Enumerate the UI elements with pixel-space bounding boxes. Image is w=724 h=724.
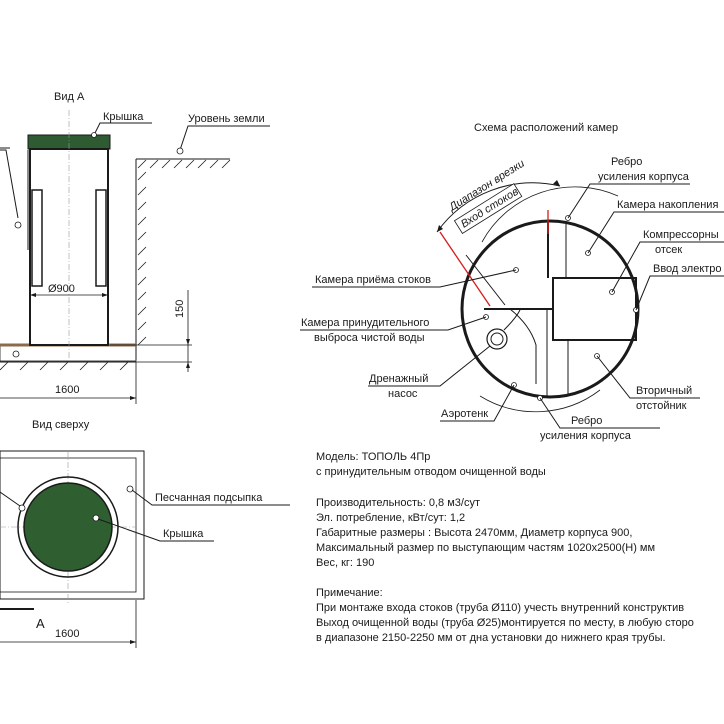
forced-label-2: выброса чистой воды <box>314 332 425 344</box>
dim-1600-top-lines <box>0 600 137 648</box>
rib-bottom-label-1: Ребро <box>571 415 602 427</box>
sand-base <box>0 344 137 362</box>
outer-arc-top <box>481 186 619 243</box>
sand-dot <box>126 485 134 493</box>
spec-model: Модель: ТОПОЛЬ 4Пр <box>316 451 431 463</box>
drain-label-2: насос <box>388 388 418 400</box>
spec-weight: Вес, кг: 190 <box>316 557 375 569</box>
front-view-title: Вид А <box>54 91 85 103</box>
aerotank-wall <box>509 308 537 384</box>
spec-model-sub: с принудительным отводом очищенной воды <box>316 466 546 478</box>
reception-leader <box>312 269 517 288</box>
drain-pump-inner <box>490 332 504 346</box>
rib-bottom-label-2: усиления корпуса <box>540 430 632 442</box>
lid-top-dot <box>92 514 100 522</box>
dim-1600-front-arrow <box>130 396 136 400</box>
forced-leader <box>300 316 487 331</box>
drain-label-1: Дренажный <box>369 373 428 385</box>
rib-top-label-2: усиления корпуса <box>598 171 690 183</box>
inlet-range-line-1 <box>439 231 491 307</box>
reception-label: Камера приёма стоков <box>315 274 431 286</box>
compressor-label-2: отсек <box>655 244 682 256</box>
tank-outer-circle <box>17 476 119 578</box>
note-line-3: в диапазоне 2150-2250 мм от дна установк… <box>316 632 666 644</box>
accumulation-label: Камера накопления <box>617 199 718 211</box>
drain-pump-pipe <box>503 309 521 331</box>
inlet-top-dot <box>18 504 26 512</box>
inlet-top-leader <box>0 491 21 507</box>
rib-top-label-1: Ребро <box>611 156 642 168</box>
compressor-compartment <box>552 277 637 341</box>
sand-bedding-label: Песчанная подсыпка <box>155 492 263 504</box>
view-marker-label: А <box>36 616 45 631</box>
ground-level-label: Уровень земли <box>188 113 265 125</box>
note-title: Примечание: <box>316 587 383 599</box>
sand-bedding-leader <box>131 489 290 506</box>
lid-top-leader <box>97 518 214 542</box>
secondary-leader <box>596 355 700 399</box>
tank-lid-circle <box>23 482 113 572</box>
top-view: Вид сверху Песчанная подсыпка Крышка А 1… <box>0 419 290 648</box>
spec-max-size: Максимальный размер по выступающим частя… <box>316 542 656 554</box>
dim-1600-top-arrow <box>130 640 136 644</box>
front-view: Вид А <box>0 91 270 404</box>
rib-top-leader <box>567 183 690 219</box>
note-line-1: При монтаже входа стоков (труба Ø110) уч… <box>316 602 685 614</box>
dim-150-arrows <box>186 339 190 368</box>
aerotank-leader <box>440 384 515 422</box>
dim-150-lines <box>110 290 192 372</box>
aerotank-label: Аэротенк <box>441 408 488 420</box>
compressor-label-1: Компрессорны <box>643 229 719 241</box>
cut-range-arc <box>436 182 561 233</box>
spec-power: Эл. потребление, кВт/сут: 1,2 <box>316 512 466 524</box>
lid-leader-dot <box>91 132 97 138</box>
left-rib <box>31 189 43 287</box>
inlet-pipe <box>465 254 506 306</box>
lid-leader <box>93 122 152 136</box>
outer-arc-bottom <box>479 389 601 413</box>
spec-dimensions: Габаритные размеры : Высота 2470мм, Диам… <box>316 527 633 539</box>
dim-150-label: 150 <box>174 300 186 318</box>
note-line-2: Выход очищенной воды (труба Ø25)монтируе… <box>316 617 694 629</box>
rib-bottom-leader <box>539 397 660 429</box>
dim-1600-front-lines <box>0 362 137 404</box>
ground-hatching <box>0 159 231 371</box>
diameter-label: Ø900 <box>48 283 75 295</box>
inlet-dot <box>14 221 22 229</box>
ground-line <box>0 147 230 160</box>
drain-leader <box>368 345 491 387</box>
lid-label: Крышка <box>103 111 144 123</box>
chamber-scheme: Схема расположений камер Диапазон врезки <box>300 122 724 442</box>
drain-pump-outer <box>486 328 508 350</box>
scheme-title: Схема расположений камер <box>474 122 618 134</box>
dim-1600-front-label: 1600 <box>55 384 79 396</box>
power-inlet-leader <box>635 275 724 311</box>
ground-level-leader <box>179 125 270 151</box>
spec-productivity: Производительность: 0,8 м3/сут <box>316 497 481 509</box>
compressor-leader <box>611 241 724 293</box>
ground-level-dot <box>176 147 184 155</box>
lid-top-label: Крышка <box>163 528 204 540</box>
accumulation-leader <box>587 211 724 254</box>
forced-label-1: Камера принудительного <box>301 317 429 329</box>
base-leader-dot <box>12 350 20 358</box>
secondary-label-1: Вторичный <box>636 385 692 397</box>
power-inlet-label: Ввод электро <box>653 263 722 275</box>
right-rib <box>95 189 107 287</box>
top-view-title: Вид сверху <box>32 419 90 431</box>
inlet-leader <box>0 149 19 219</box>
secondary-label-2: отстойник <box>636 400 687 412</box>
dim-1600-top-label: 1600 <box>55 628 79 640</box>
pit-outline <box>0 450 145 600</box>
